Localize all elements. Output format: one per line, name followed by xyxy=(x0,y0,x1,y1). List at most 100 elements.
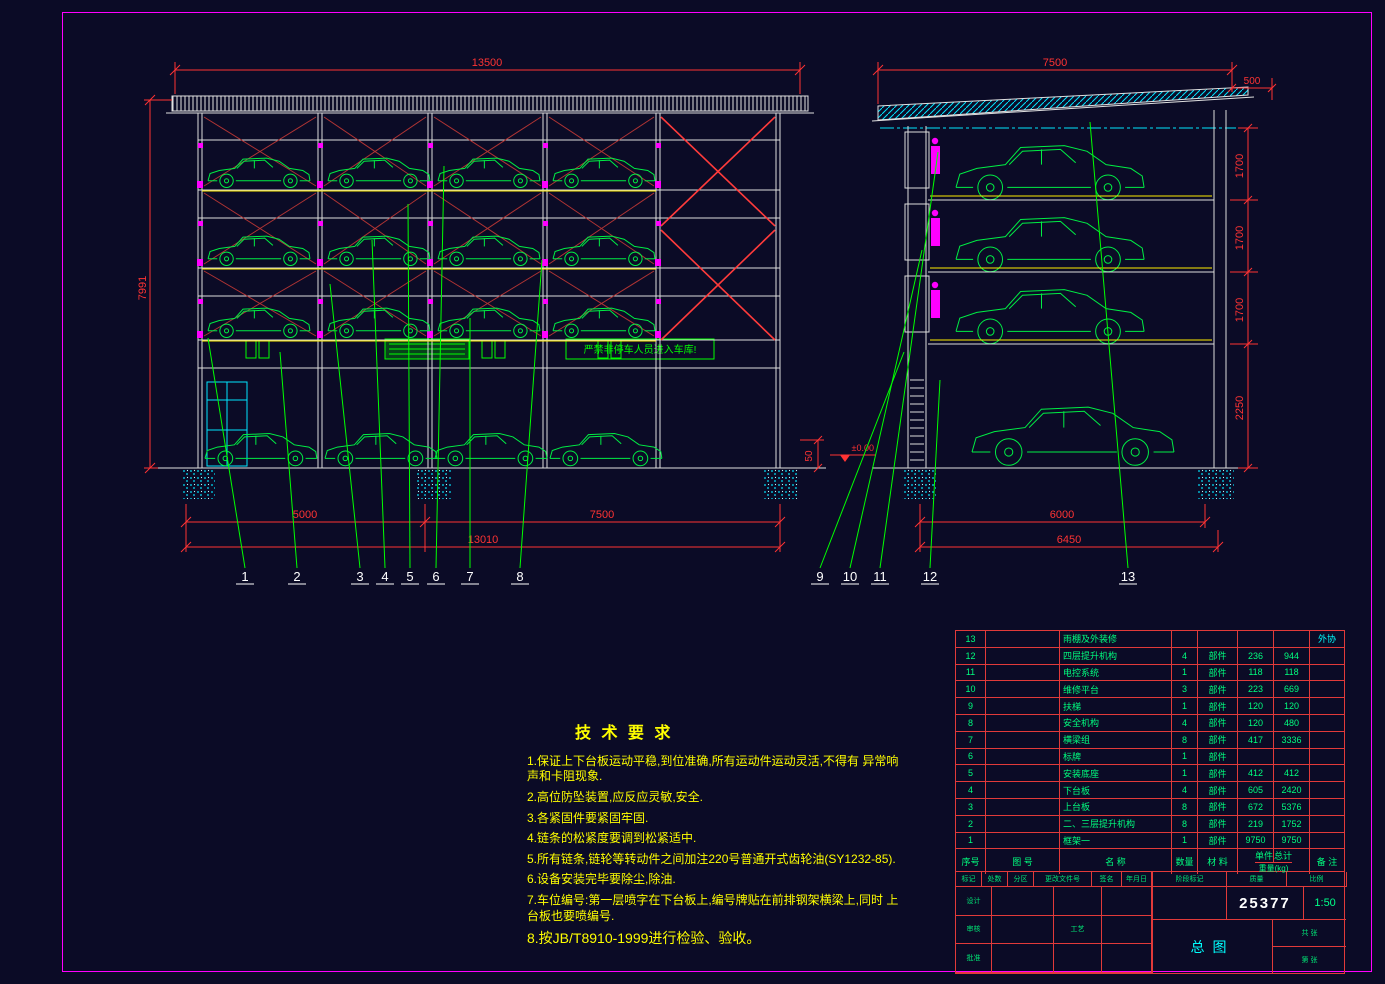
signature-cell: 批准 xyxy=(956,944,992,973)
bom-cell-qty: 4 xyxy=(1171,714,1197,731)
bom-cell-remark xyxy=(1309,748,1345,765)
callout-number: 9 xyxy=(816,569,823,584)
bom-cell-total xyxy=(1273,748,1309,765)
bom-row: 10维修平台3部件223669 xyxy=(955,680,1345,697)
technical-requirements-title: 技 术 要 求 xyxy=(575,724,899,745)
bom-cell-unit xyxy=(1237,630,1273,647)
callout-number: 3 xyxy=(356,569,363,584)
bom-cell-remark xyxy=(1309,815,1345,832)
bom-cell-qty: 4 xyxy=(1171,781,1197,798)
bom-cell-name: 四层提升机构 xyxy=(1059,647,1171,664)
signature-cell xyxy=(1054,887,1102,916)
bom-cell-material: 部件 xyxy=(1197,714,1237,731)
warning-sign-text: 严禁非停车人员进入车库! xyxy=(584,343,697,356)
callout-number: 7 xyxy=(466,569,473,584)
bom-cell-seq: 6 xyxy=(955,748,985,765)
cross-braces xyxy=(204,117,775,340)
dim-6450: 6450 xyxy=(1057,534,1081,546)
bom-cell-qty: 1 xyxy=(1171,664,1197,681)
bom-header: 序号 图 号 名 称 数量 材 料 单件 总计 重量(kg) 备 注 xyxy=(955,848,1345,872)
dim-6000: 6000 xyxy=(1050,509,1074,521)
title-block-bottom: 总图 共 张 第 张 xyxy=(1153,920,1346,973)
foundation xyxy=(902,469,936,499)
sheet-total: 共 张 xyxy=(1273,920,1346,947)
drawing-title: 总图 xyxy=(1153,920,1273,973)
bom-cell-seq: 4 xyxy=(955,781,985,798)
bom-cell-total: 412 xyxy=(1273,764,1309,781)
drawing-number: 25377 xyxy=(1227,887,1305,920)
bom-cell-dwg xyxy=(985,714,1059,731)
signature-cell xyxy=(1102,916,1152,945)
bom-cell-total: 120 xyxy=(1273,697,1309,714)
bom-cell-remark xyxy=(1309,781,1345,798)
callout: 6 xyxy=(427,166,445,584)
bom-cell-total: 944 xyxy=(1273,647,1309,664)
tech-requirement-item: 4.链条的松紧度要调到松紧适中. xyxy=(527,831,899,847)
stage-cell xyxy=(1153,887,1227,920)
dim-500: 500 xyxy=(1244,76,1261,87)
level-mark: ±0.00 xyxy=(830,443,876,462)
bom-cell-material: 部件 xyxy=(1197,664,1237,681)
bom-cell-remark xyxy=(1309,664,1345,681)
dim-50: 50 xyxy=(804,450,815,462)
callout-number: 13 xyxy=(1121,569,1135,584)
bom-cell-seq: 9 xyxy=(955,697,985,714)
bom-row: 6标牌1部件 xyxy=(955,748,1345,765)
bom-cell-name: 二、三层提升机构 xyxy=(1059,815,1171,832)
bom-row: 12四层提升机构4部件236944 xyxy=(955,647,1345,664)
bom-cell-qty: 1 xyxy=(1171,764,1197,781)
bom-cell-seq: 5 xyxy=(955,764,985,781)
bom-cell-remark xyxy=(1309,680,1345,697)
bom-rows: 13雨棚及外装修外协12四层提升机构4部件23694411电控系统1部件1181… xyxy=(955,630,1345,848)
bom-cell-qty: 1 xyxy=(1171,748,1197,765)
bom-cell-dwg xyxy=(985,832,1059,849)
bom-cell-unit xyxy=(1237,748,1273,765)
technical-requirements-list: 1.保证上下台板运动平稳,到位准确,所有运动件运动灵活,不得有 异常响声和卡阻现… xyxy=(527,754,899,948)
signature-cell: 工艺 xyxy=(1054,916,1102,945)
bom-row: 5安装底座1部件412412 xyxy=(955,764,1345,781)
signature-cell xyxy=(1102,887,1152,916)
bom-cell-name: 扶梯 xyxy=(1059,697,1171,714)
foundation xyxy=(417,469,451,499)
bom-header-name: 名 称 xyxy=(1059,849,1171,874)
svg-text:±0.00: ±0.00 xyxy=(852,443,874,453)
bom-cell-qty: 4 xyxy=(1171,647,1197,664)
callout-number: 11 xyxy=(873,569,887,584)
bom-cell-total xyxy=(1273,630,1309,647)
signature-cell xyxy=(1054,944,1102,973)
bom-cell-unit: 9750 xyxy=(1237,832,1273,849)
revision-header-cell: 年月日 xyxy=(1122,872,1152,887)
bom-row: 9扶梯1部件120120 xyxy=(955,697,1345,714)
callout: 4 xyxy=(372,240,394,584)
bom-cell-remark xyxy=(1309,798,1345,815)
bom-cell-dwg xyxy=(985,680,1059,697)
bom-cell-remark xyxy=(1309,714,1345,731)
bom-cell-remark xyxy=(1309,764,1345,781)
front-dimensions: 13500 7991 5000 7500 13010 50 xyxy=(137,57,824,552)
bom-cell-remark xyxy=(1309,697,1345,714)
side-mechanisms xyxy=(931,138,940,318)
bom-header-dwg: 图 号 xyxy=(985,849,1059,874)
foundation xyxy=(1198,469,1234,499)
bom-cell-seq: 8 xyxy=(955,714,985,731)
bom-cell-total: 1752 xyxy=(1273,815,1309,832)
bom-cell-unit: 605 xyxy=(1237,781,1273,798)
bom-cell-name: 安全机构 xyxy=(1059,714,1171,731)
stage-label: 阶段标记 xyxy=(1153,872,1227,887)
bom-cell-dwg xyxy=(985,798,1059,815)
bom-cell-dwg xyxy=(985,781,1059,798)
bom-cell-dwg xyxy=(985,731,1059,748)
dim-7991: 7991 xyxy=(137,276,149,300)
bom-cell-dwg xyxy=(985,697,1059,714)
bom-cell-dwg xyxy=(985,748,1059,765)
tech-requirement-item: 2.高位防坠装置,应反应灵敏,安全. xyxy=(527,790,899,806)
bom-header-material: 材 料 xyxy=(1197,849,1237,874)
foundation xyxy=(763,469,799,499)
dim-2250: 2250 xyxy=(1234,396,1246,420)
callout: 10 xyxy=(841,250,922,584)
bom-cell-total: 5376 xyxy=(1273,798,1309,815)
bom-header-weight: 单件 总计 重量(kg) xyxy=(1237,849,1309,874)
bom-cell-material: 部件 xyxy=(1197,798,1237,815)
dim-1700-2: 1700 xyxy=(1234,226,1246,250)
